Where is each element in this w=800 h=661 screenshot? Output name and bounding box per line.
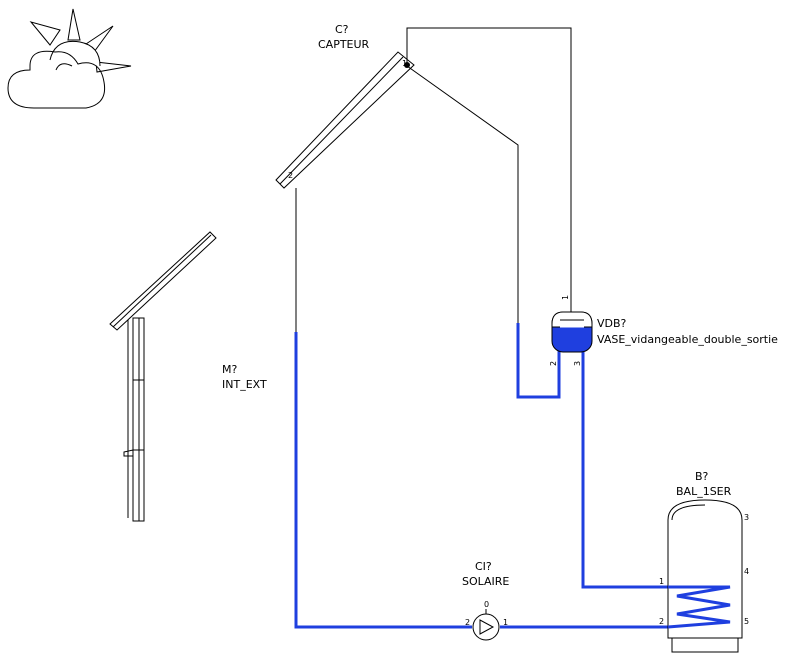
expansion-vessel[interactable] xyxy=(551,311,593,353)
vessel-ref: VDB? xyxy=(597,317,627,330)
tank-pin-4: 4 xyxy=(744,567,749,576)
pump-pin-1: 1 xyxy=(503,618,508,627)
tank-pin-2: 2 xyxy=(659,617,664,626)
hot-pipes xyxy=(295,27,572,332)
coil-icon xyxy=(667,585,731,629)
tank-ref: B? xyxy=(695,470,709,483)
pump-ref: CI? xyxy=(475,560,492,573)
tank-pin-5: 5 xyxy=(744,617,749,626)
pump-icon[interactable] xyxy=(472,609,500,641)
collector-pin-1: 1 xyxy=(402,59,407,68)
pump-name: SOLAIRE xyxy=(462,575,509,588)
int-ext-name: INT_EXT xyxy=(222,378,267,391)
solar-panel-stand-icon xyxy=(109,231,217,522)
collector-name: CAPTEUR xyxy=(318,38,370,51)
collector-ref: C? xyxy=(335,23,349,36)
pump-pin-0: 0 xyxy=(484,600,489,609)
collector[interactable] xyxy=(275,51,415,189)
tank-pin-3: 3 xyxy=(744,513,749,522)
vessel-name: VASE_vidangeable_double_sortie xyxy=(597,333,778,346)
vessel-pin-2: 2 xyxy=(549,361,558,366)
vessel-pin-3: 3 xyxy=(573,361,582,366)
collector-pin-2: 2 xyxy=(288,171,293,180)
storage-tank[interactable] xyxy=(667,499,743,653)
pump-pin-2: 2 xyxy=(465,618,470,627)
tank-pin-1: 1 xyxy=(659,577,664,586)
cold-pipes xyxy=(294,323,668,629)
int-ext-ref: M? xyxy=(222,363,237,376)
tank-name: BAL_1SER xyxy=(676,485,732,498)
vessel-pin-1: 1 xyxy=(561,295,570,300)
sun-cloud-icon xyxy=(7,8,132,109)
